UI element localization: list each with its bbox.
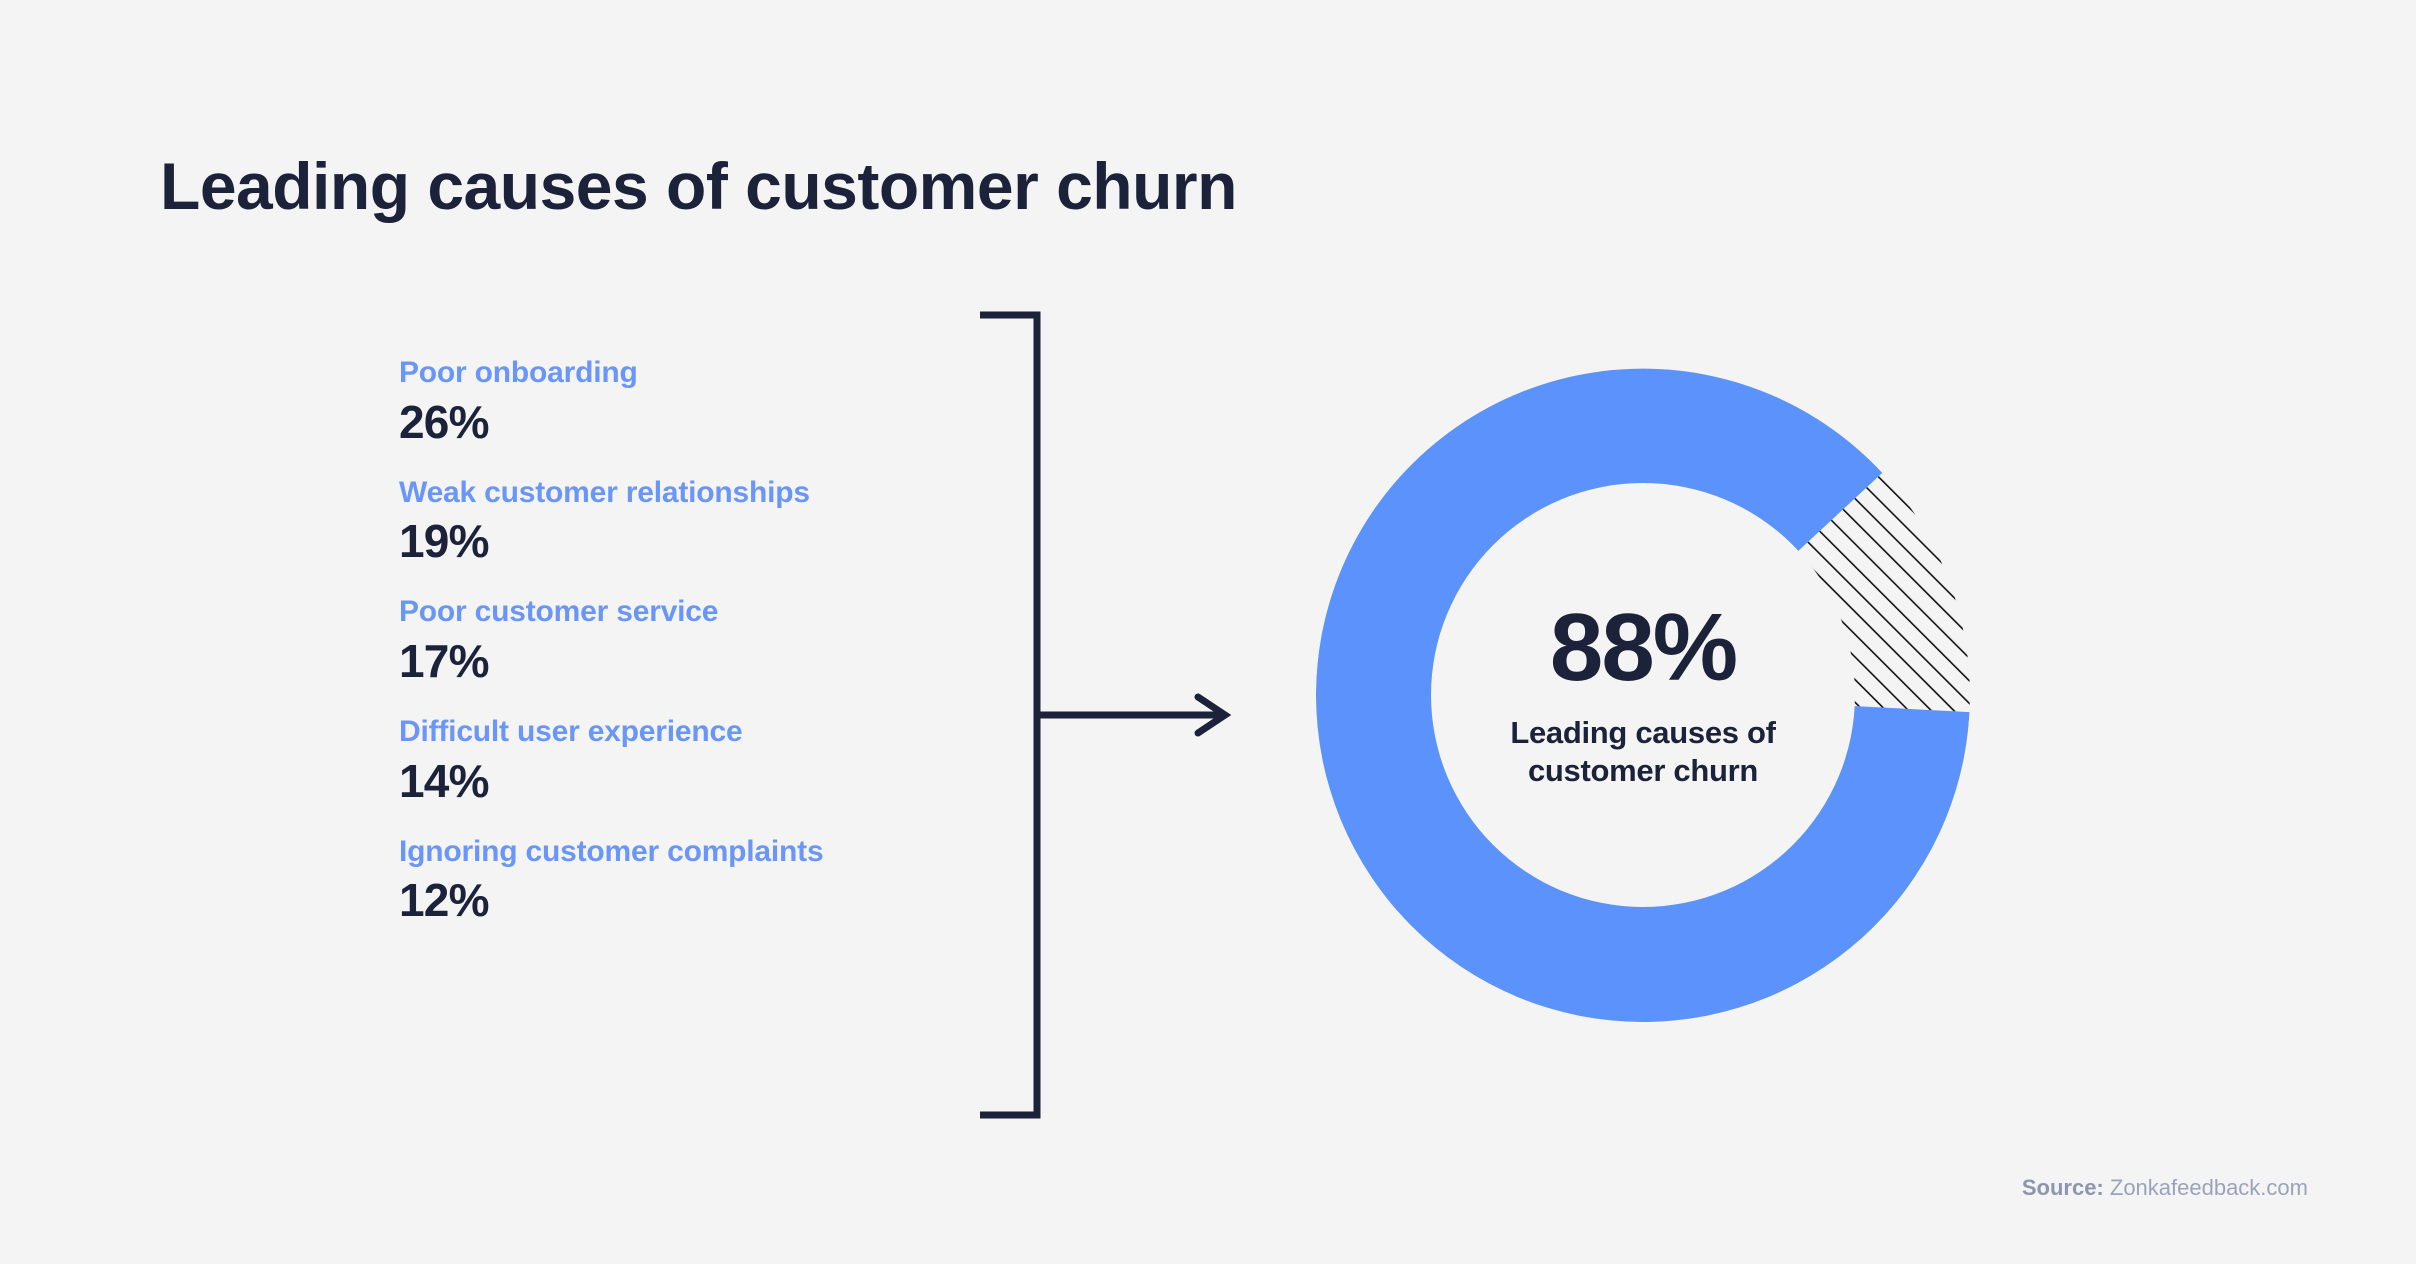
source-value: Zonkafeedback.com <box>2103 1175 2308 1200</box>
list-item: Weak customer relationships 19% <box>399 475 959 570</box>
cause-label: Poor onboarding <box>399 356 638 389</box>
bracket-arrow-connector <box>980 311 1232 1119</box>
cause-label: Poor customer service <box>399 595 719 629</box>
list-item: Poor customer service 17% <box>399 594 959 689</box>
source-note: Source: Zonkafeedback.com <box>2022 1175 2308 1201</box>
donut-chart <box>1316 368 1970 1022</box>
page-title: Leading causes of customer churn <box>160 149 1237 223</box>
cause-value: 12% <box>399 874 489 927</box>
cause-label: Weak customer relationships <box>399 475 810 509</box>
cause-value: 14% <box>399 754 489 807</box>
cause-value: 19% <box>399 515 489 568</box>
list-item: Poor onboarding 26% <box>399 355 959 450</box>
donut-segment-main <box>1316 368 1970 1022</box>
cause-value: 17% <box>399 635 489 687</box>
list-item: Ignoring customer complaints 12% <box>399 834 959 929</box>
cause-value: 26% <box>399 395 489 448</box>
donut-segment-remainder <box>1643 472 1970 713</box>
cause-list: Poor onboarding 26% Weak customer relati… <box>399 355 959 929</box>
list-item: Difficult user experience 14% <box>399 714 959 809</box>
arrow-head-icon <box>1194 693 1232 737</box>
source-label: Source: <box>2021 1175 2104 1200</box>
cause-label: Difficult user experience <box>399 715 743 749</box>
cause-label: Ignoring customer complaints <box>399 834 824 868</box>
bracket-icon <box>980 311 1041 1119</box>
